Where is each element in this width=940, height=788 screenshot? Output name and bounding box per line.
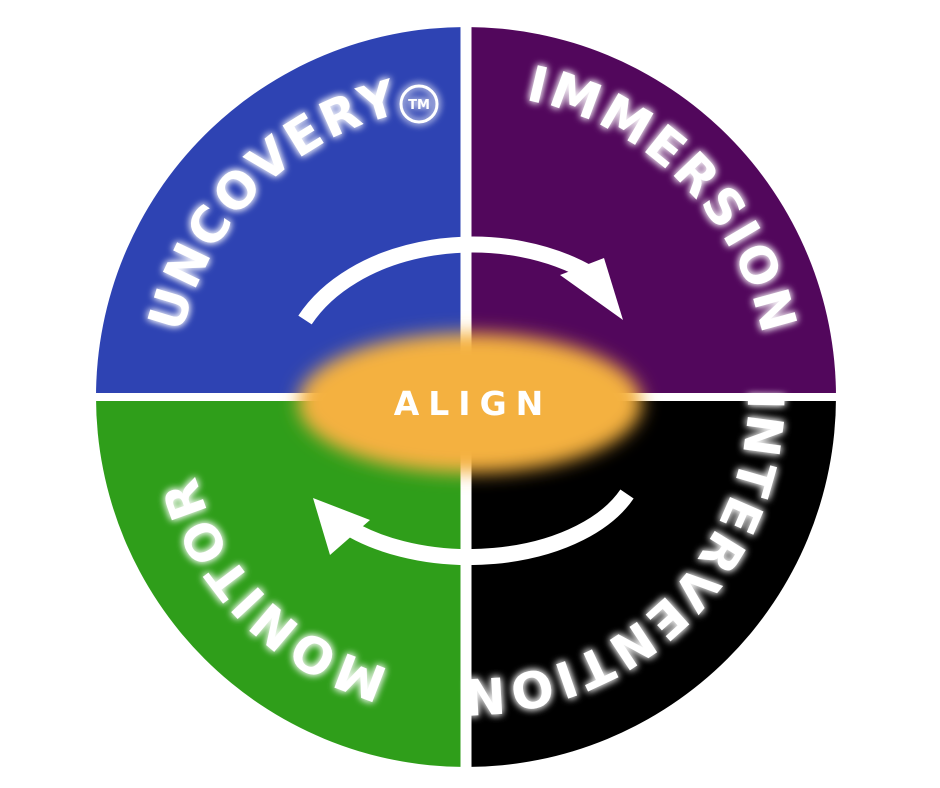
trademark-icon: TM (399, 84, 439, 124)
svg-text:TM: TM (408, 98, 430, 113)
segment-uncovery (96, 27, 466, 397)
align-label: ALIGN (394, 384, 553, 423)
segment-immersion (466, 27, 836, 397)
segment-intervention (466, 397, 836, 767)
arrow-clockwise-bottom-icon (313, 489, 634, 566)
segment-monitor (96, 397, 466, 767)
align-center-ellipse (298, 333, 642, 473)
arrow-clockwise-top-icon (298, 236, 623, 325)
